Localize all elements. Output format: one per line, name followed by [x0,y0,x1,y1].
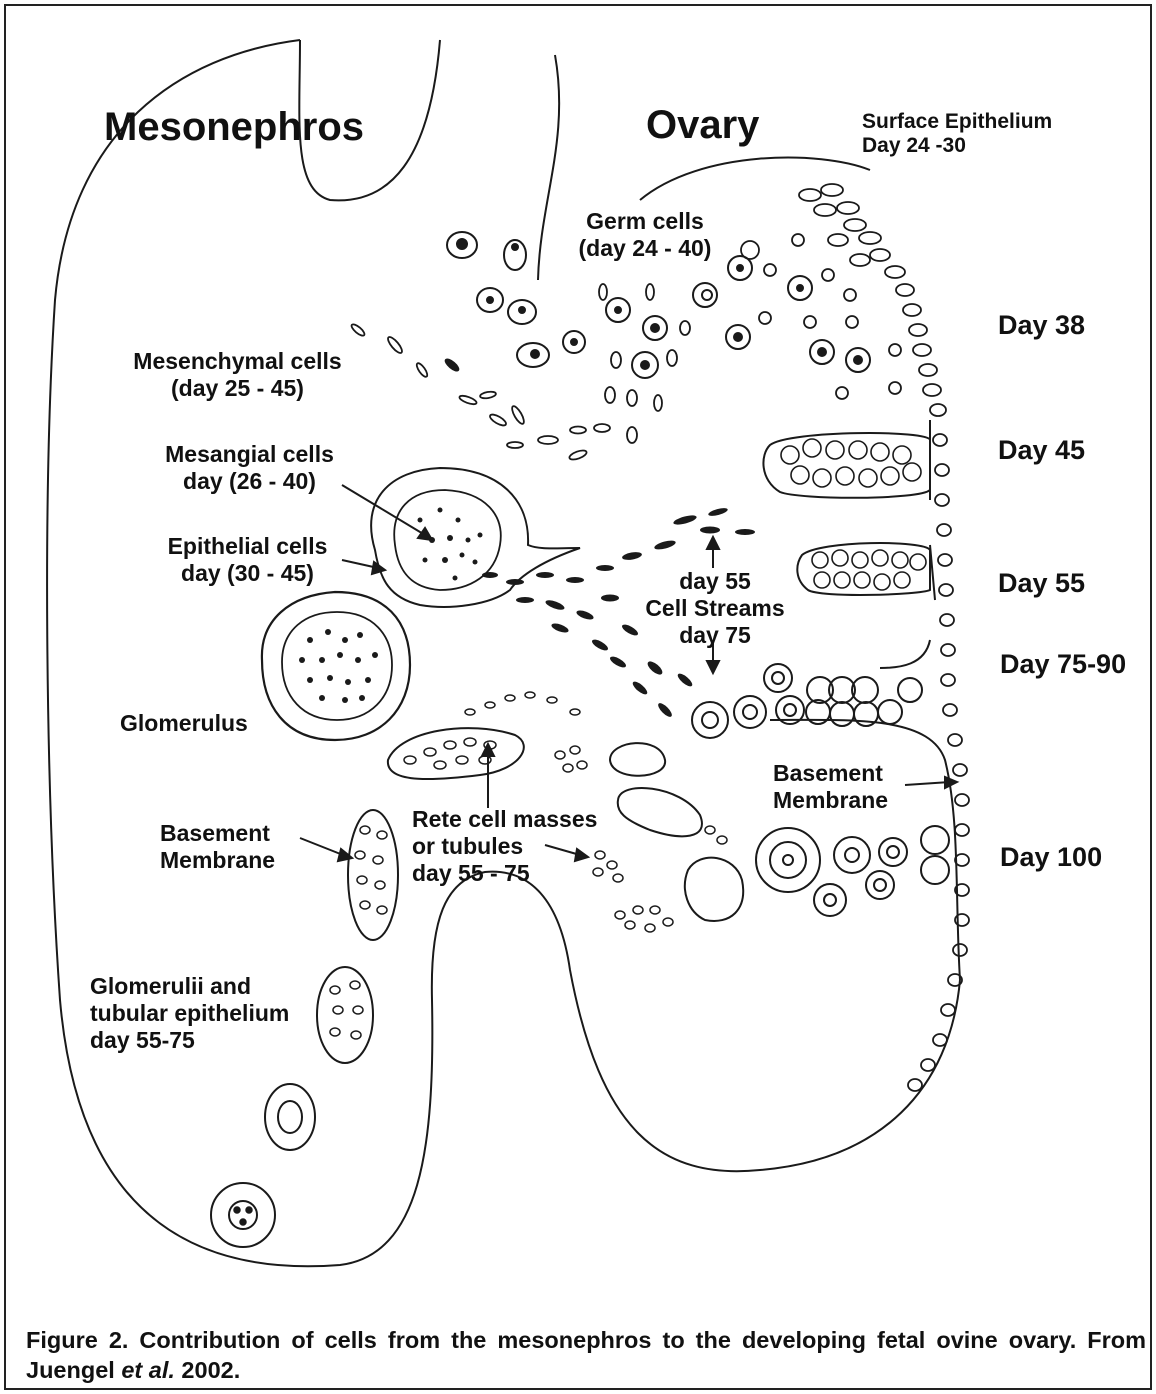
mesangial-cells [418,508,483,581]
label-day-55: Day 55 [998,568,1085,598]
label-day-75-90: Day 75-90 [1000,649,1126,679]
glomerulus-cells [299,629,378,703]
ovary-boundary [538,55,559,280]
label-mesonephros: Mesonephros [104,105,364,149]
mesenchymal-cells [350,323,637,462]
label-day-45: Day 45 [998,435,1085,465]
glomerulus-drawing [262,592,410,740]
basement-membrane-line [770,720,960,980]
figure-caption: Figure 2. Contribution of cells from the… [26,1325,1146,1385]
cord-day-45 [763,433,930,498]
ovary-top-arc [640,158,870,200]
label-ovary: Ovary [646,103,759,147]
mesangial-capsule [371,468,580,607]
label-day-38: Day 38 [998,310,1085,340]
label-day-100: Day 100 [1000,842,1102,872]
surface-epithelium-cells [799,184,969,1091]
diagram-drawing [0,0,1156,1310]
cord-day-55 [797,543,930,595]
label-germ-cells: Germ cells(day 24 - 40) [570,208,720,262]
cord-day-75-90 [692,664,922,738]
label-mesenchymal-cells: Mesenchymal cells(day 25 - 45) [130,348,345,402]
label-glomerulus: Glomerulus [120,710,248,737]
mesonephros-outline [47,40,960,1266]
cord-day75-outline [880,640,930,668]
follicles-day-100 [756,826,949,916]
